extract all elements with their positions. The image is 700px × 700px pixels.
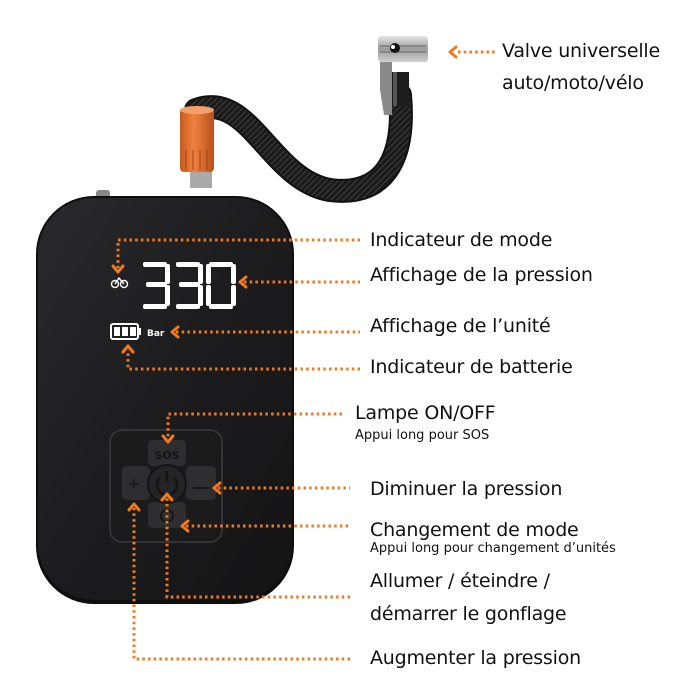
mode-change-sublabel: Appui long pour changement d’unités (370, 541, 616, 556)
mode-indicator-label: Indicateur de mode (370, 229, 553, 251)
lamp-sublabel: Appui long pour SOS (355, 428, 490, 443)
power-label-line1: Allumer / éteindre / (370, 570, 550, 592)
plus-button (122, 466, 150, 500)
sos-button (148, 440, 186, 466)
valve-label-line1: Valve universelle (502, 40, 660, 62)
hose-connector (180, 106, 214, 188)
valve-label-line2: auto/moto/vélo (502, 72, 644, 94)
pressure-display-label: Affichage de la pression (370, 264, 593, 286)
mode-change-label: Changement de mode (370, 519, 579, 541)
power-button (147, 464, 187, 504)
minus-button (186, 466, 216, 500)
increase-pressure-label: Augmenter la pression (370, 647, 581, 669)
decrease-pressure-label: Diminuer la pression (370, 478, 563, 500)
bicycle-icon (110, 276, 129, 289)
mode-button (148, 502, 186, 528)
keypad: SOS + (122, 440, 216, 528)
battery-indicator-label: Indicateur de batterie (370, 356, 573, 378)
pressure-digits (143, 262, 236, 309)
svg-text:SOS: SOS (154, 449, 179, 462)
leader-lines (116, 50, 496, 661)
svg-text:+: + (127, 474, 140, 493)
power-label-line2: démarrer le gonflage (370, 603, 567, 625)
unit-text: Bar (147, 329, 165, 339)
unit-display-label: Affichage de l’unité (370, 315, 551, 337)
lamp-label: Lampe ON/OFF (355, 402, 496, 424)
arrowheads (111, 45, 458, 533)
battery-full-icon (110, 323, 141, 340)
valve-head (378, 36, 428, 115)
